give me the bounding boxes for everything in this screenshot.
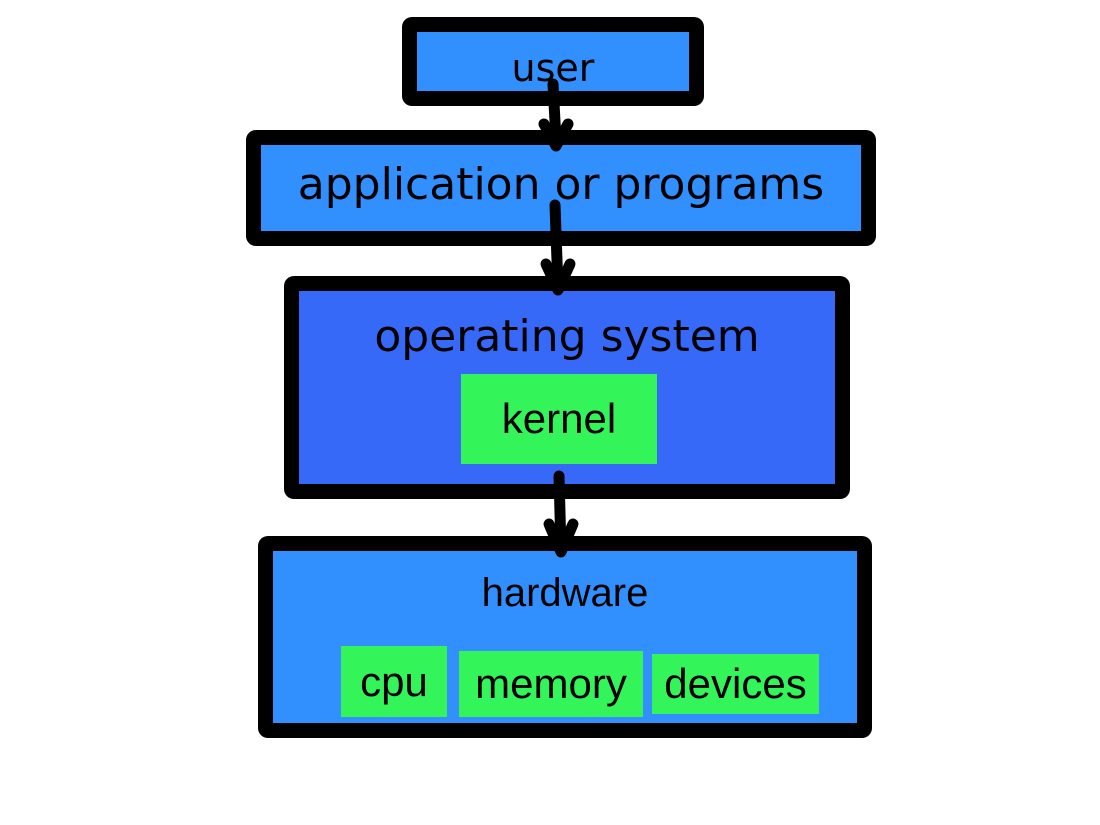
cpu-box: cpu [341, 646, 447, 717]
arrow-user-to-application [538, 78, 574, 152]
devices-label: devices [664, 660, 807, 707]
hardware-label: hardware [481, 571, 649, 615]
cpu-label: cpu [360, 657, 428, 705]
application-layer-box: application or programs [246, 130, 876, 246]
operating-system-layer-box: operating system kernel [284, 276, 850, 499]
memory-label: memory [475, 660, 627, 707]
user-layer-box: user [402, 17, 704, 106]
devices-box: devices [652, 654, 819, 714]
hardware-layer-box: hardware cpu memory devices [258, 536, 872, 738]
memory-box: memory [459, 651, 643, 717]
kernel-box: kernel [461, 374, 657, 464]
application-label: application or programs [297, 159, 825, 210]
kernel-label: kernel [501, 395, 617, 442]
arrow-os-to-hardware [543, 470, 579, 558]
arrow-application-to-os [540, 199, 576, 296]
operating-system-label: operating system [374, 311, 760, 362]
